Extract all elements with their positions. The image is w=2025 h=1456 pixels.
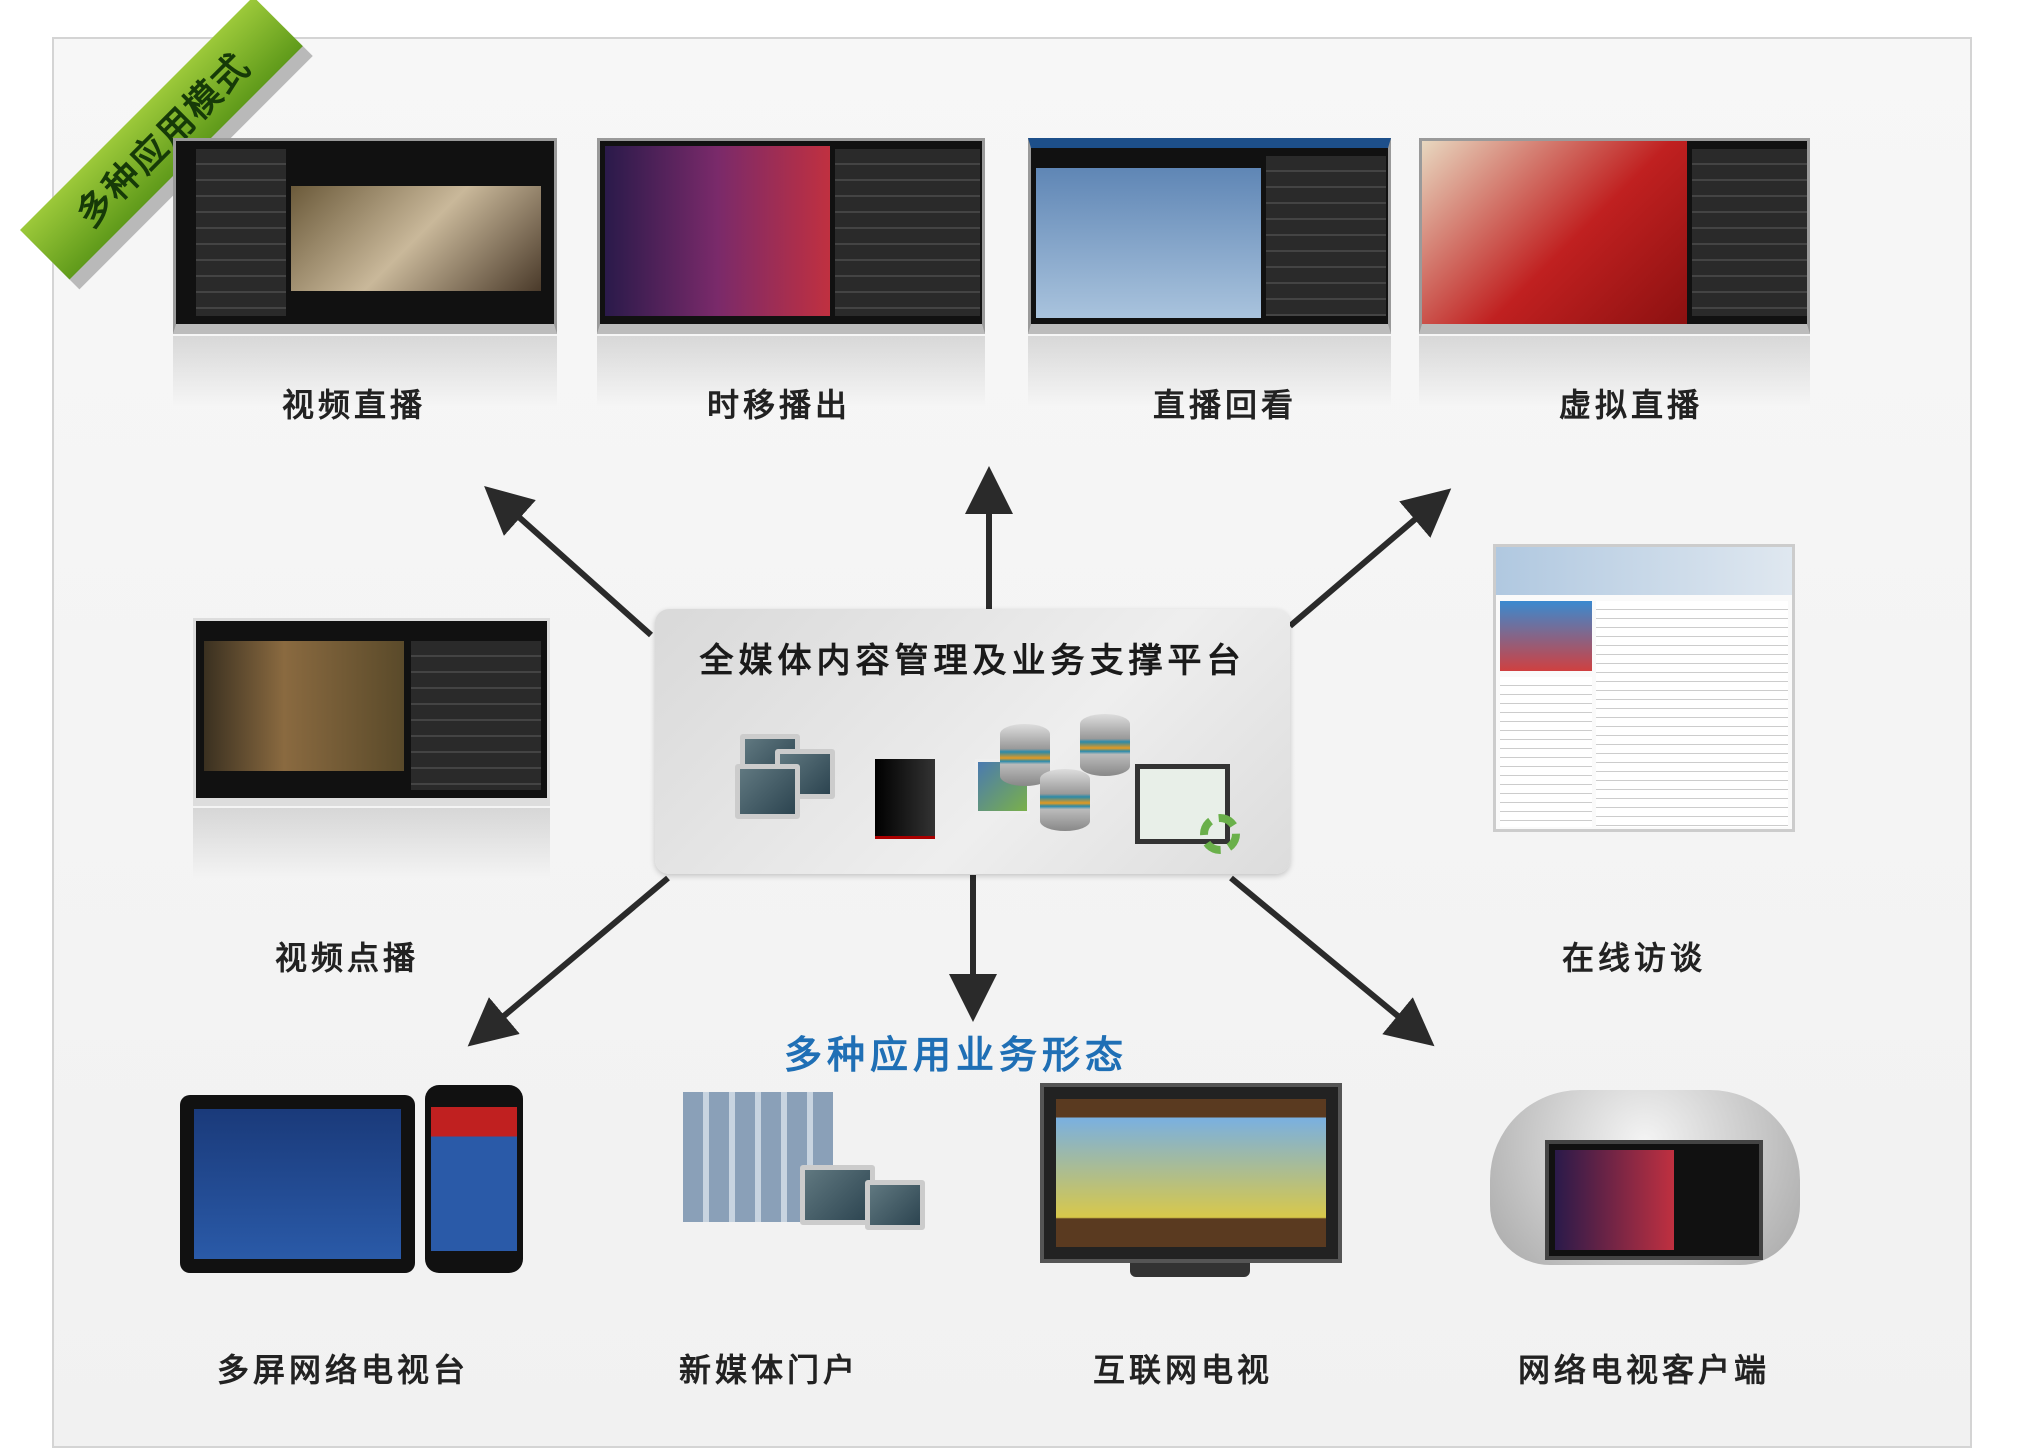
tv-stand [1130, 1263, 1250, 1277]
label-timeshift: 时移播出 [706, 386, 852, 424]
arrow-down-right [1229, 875, 1435, 1047]
internet-tv-icon [1040, 1083, 1342, 1263]
subtitle-business-forms: 多种应用业务形态 [783, 1033, 1129, 1077]
vod-screenshot [193, 618, 550, 806]
arrow-up-left [484, 486, 653, 638]
client-screen-icon [1545, 1140, 1763, 1260]
computer-monitors-icon [735, 764, 800, 819]
database-icon [1040, 769, 1090, 831]
computer-monitor-icon [865, 1180, 925, 1230]
label-internet-tv: 互联网电视 [1092, 1351, 1274, 1389]
label-multiscreen-tv: 多屏网络电视台 [216, 1351, 470, 1389]
interview-screenshot [1493, 544, 1795, 832]
label-vod: 视频点播 [274, 939, 420, 977]
label-live-video: 视频直播 [281, 386, 427, 424]
label-network-tv-client: 网络电视客户端 [1517, 1351, 1771, 1389]
platform-title: 全媒体内容管理及业务支撑平台 [699, 641, 1246, 681]
management-monitor-icon [1135, 764, 1230, 844]
tablet-icon [180, 1095, 415, 1273]
live-video-screenshot [173, 138, 557, 334]
timeshift-screenshot [597, 138, 985, 334]
arrow-down-left [467, 875, 670, 1047]
replay-screenshot [1028, 138, 1391, 334]
platform-box: 全媒体内容管理及业务支撑平台 [655, 609, 1290, 874]
gear-icon [1200, 814, 1240, 854]
label-replay: 直播回看 [1152, 386, 1298, 424]
smartphone-icon [425, 1085, 523, 1273]
arrow-up-right [1288, 488, 1452, 629]
computer-monitor-icon [800, 1165, 875, 1225]
server-tower-icon [875, 759, 935, 839]
label-online-interview: 在线访谈 [1561, 939, 1707, 977]
label-new-media-portal: 新媒体门户 [678, 1351, 860, 1389]
database-icon [1080, 714, 1130, 776]
virtual-live-screenshot [1419, 138, 1810, 334]
label-virtual-live: 虚拟直播 [1558, 386, 1704, 424]
